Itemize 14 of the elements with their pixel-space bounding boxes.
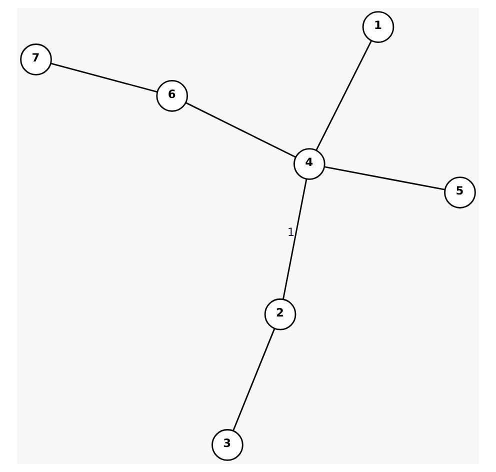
connector xyxy=(316,40,372,151)
node-circle: 6 xyxy=(156,80,188,112)
node-circle: 2 xyxy=(264,298,296,330)
connector xyxy=(185,102,296,158)
connector xyxy=(282,179,308,300)
connector xyxy=(324,166,445,190)
node-circle: 7 xyxy=(20,44,52,76)
edge-label: 1 xyxy=(287,225,295,240)
node-circle: 1 xyxy=(362,11,394,43)
node-circle: 3 xyxy=(212,429,244,461)
node-circle: 5 xyxy=(444,176,476,208)
node-circle: 4 xyxy=(293,148,326,180)
connector xyxy=(50,62,158,93)
connector xyxy=(232,328,276,431)
